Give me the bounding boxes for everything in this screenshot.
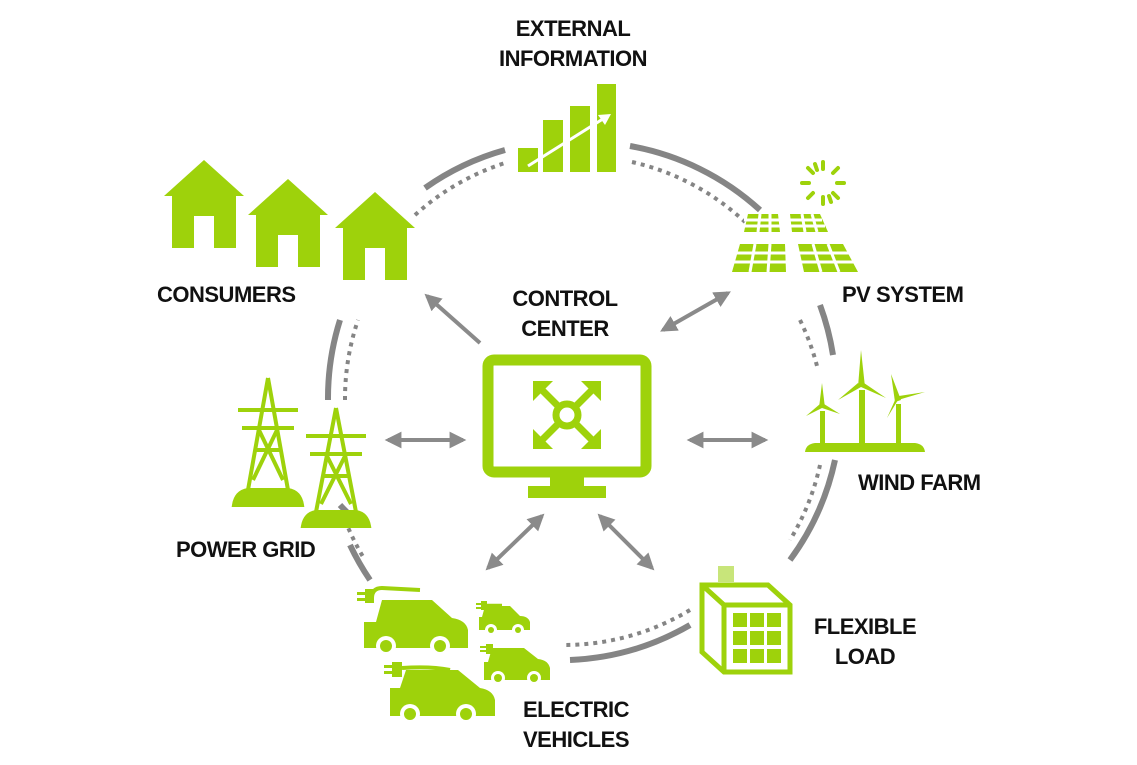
arrow-to-consumers <box>424 293 482 345</box>
bar-chart-trend-icon <box>518 84 616 172</box>
car-small-2 <box>480 644 550 685</box>
ring-arc-top-right <box>629 143 763 213</box>
ring-arc-bottom <box>569 622 692 663</box>
house-1 <box>164 160 244 248</box>
arrow-pv-system <box>660 291 731 332</box>
tower-2 <box>300 407 372 528</box>
ring-dots-right <box>798 319 820 371</box>
consumers-label: CONSUMERS <box>157 282 296 307</box>
tower-1 <box>231 377 305 507</box>
ring-dots-right-lower <box>788 464 822 542</box>
ring-arc-right-lower <box>787 459 838 562</box>
connections <box>384 291 769 571</box>
transmission-towers-icon <box>231 377 372 528</box>
sun-icon <box>800 160 846 206</box>
monitor-with-expand-arrows-icon <box>482 354 652 498</box>
flexible-load-label: FLEXIBLE LOAD <box>813 614 917 669</box>
electric-cars-icon <box>357 585 550 724</box>
electric-vehicles-label: ELECTRIC VEHICLES <box>522 697 630 752</box>
car-large-1 <box>357 585 468 656</box>
houses-icon <box>164 160 415 280</box>
arrow-electric-vehicles <box>485 513 545 571</box>
control-center-label: CONTROL CENTER <box>512 286 618 341</box>
pv-system-label: PV SYSTEM <box>842 282 964 307</box>
ring-arc-left <box>324 319 343 401</box>
ring-dots-left <box>342 319 360 401</box>
solar-panel-sun-icon <box>732 160 860 273</box>
house-2 <box>248 179 328 267</box>
ring-dots-top-left <box>413 161 506 217</box>
car-small-1 <box>476 601 530 636</box>
arrow-flexible-load <box>597 513 655 571</box>
external-information-label: EXTERNAL INFORMATION <box>498 16 648 71</box>
power-grid-label: POWER GRID <box>176 537 316 562</box>
ring-arc-left-bottom <box>347 543 373 582</box>
wind-farm-label: WIND FARM <box>858 470 981 495</box>
ring-dots-top-right <box>631 160 747 224</box>
ring-dots-bottom <box>564 608 692 647</box>
car-large-2 <box>384 662 495 724</box>
house-3 <box>335 192 415 280</box>
wind-turbines-icon <box>805 350 925 452</box>
ring-arc-right <box>817 303 836 356</box>
ring-arc-top-left <box>423 147 506 191</box>
battery-cube-icon <box>699 566 793 675</box>
